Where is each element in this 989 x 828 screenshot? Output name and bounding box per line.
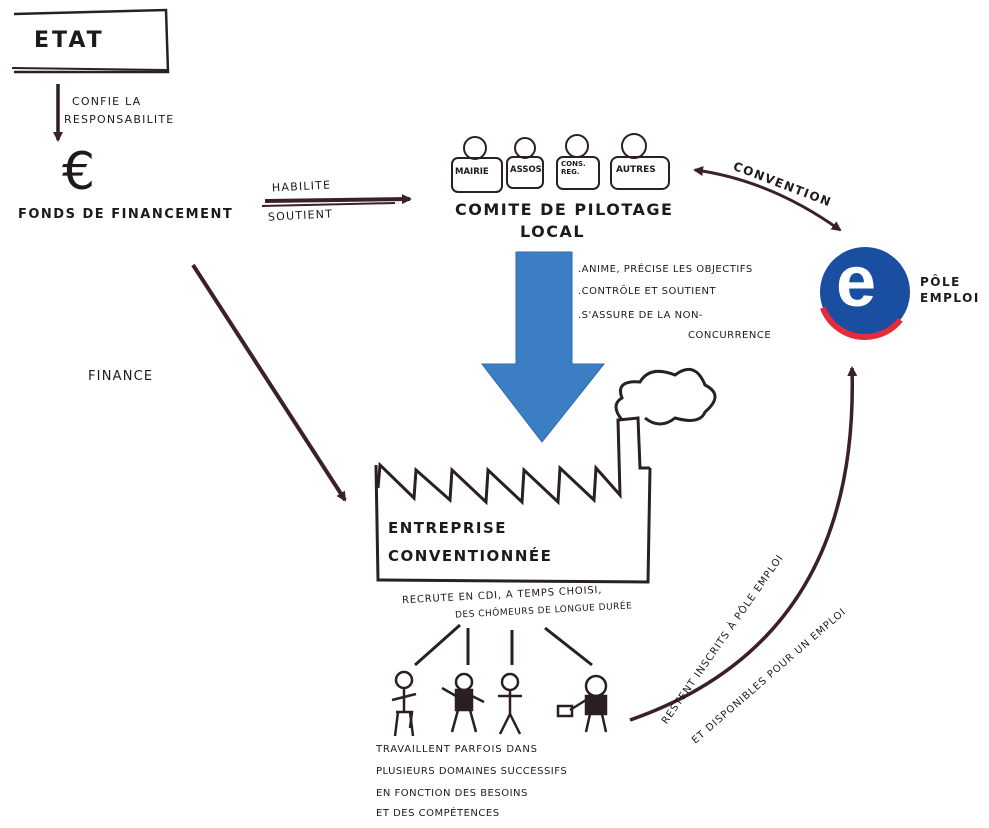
comite-member-mairie: MAIRIE: [455, 167, 489, 177]
entreprise-title-line1: ENTREPRISE: [388, 519, 508, 537]
etat-box: [11, 8, 170, 74]
pole-emploi-name-line1: PÔLE: [920, 275, 961, 289]
comite-role-3: .S'ASSURE DE LA NON-: [578, 310, 704, 321]
comite-title-line1: COMITE DE PILOTAGE: [455, 200, 674, 219]
pole-emploi-name-line2: EMPLOI: [920, 291, 980, 305]
etat-title: ETAT: [34, 28, 105, 53]
workers-line3: EN FONCTION DES BESOINS: [376, 788, 528, 799]
fonds-label: FONDS DE FINANCEMENT: [18, 207, 234, 222]
arrow-convention: [693, 166, 842, 232]
comite-role-2: .CONTRÔLE ET SOUTIENT: [578, 286, 717, 297]
worker-figures: [391, 670, 608, 737]
comite-title-line2: LOCAL: [520, 222, 586, 241]
big-arrow-comite-to-entreprise: [480, 251, 606, 443]
arrow-return-to-pole-emploi: [629, 366, 858, 722]
factory-drawing: [374, 367, 717, 584]
edge-label-finance: FINANCE: [88, 369, 154, 384]
workers-line2: PLUSIEURS DOMAINES SUCCESSIFS: [376, 766, 568, 777]
comite-member-autres: AUTRES: [616, 165, 656, 175]
comite-member-cons-reg: CONS. REG.: [561, 160, 586, 177]
edge-label-confie-line1: CONFIE LA: [72, 95, 142, 108]
pole-emploi-logo-letter: e: [836, 242, 878, 322]
comite-member-assos: ASSOS: [510, 165, 542, 175]
comite-role-1: .ANIME, PRÉCISE LES OBJECTIFS: [578, 264, 753, 275]
factory-to-workers-lines: [414, 623, 593, 667]
arrow-habilite-soutient: [261, 194, 412, 207]
euro-icon: €: [62, 142, 97, 202]
workers-line4: ET DES COMPÉTENCES: [376, 808, 500, 819]
comite-members: [451, 133, 670, 193]
workers-line1: TRAVAILLENT PARFOIS DANS: [376, 744, 538, 755]
entreprise-title-line2: CONVENTIONNÉE: [388, 547, 553, 565]
comite-role-4: CONCURRENCE: [688, 330, 772, 341]
pole-emploi-logo: [817, 244, 913, 340]
edge-label-confie-line2: RESPONSABILITE: [64, 113, 175, 126]
arrow-finance: [191, 263, 347, 502]
